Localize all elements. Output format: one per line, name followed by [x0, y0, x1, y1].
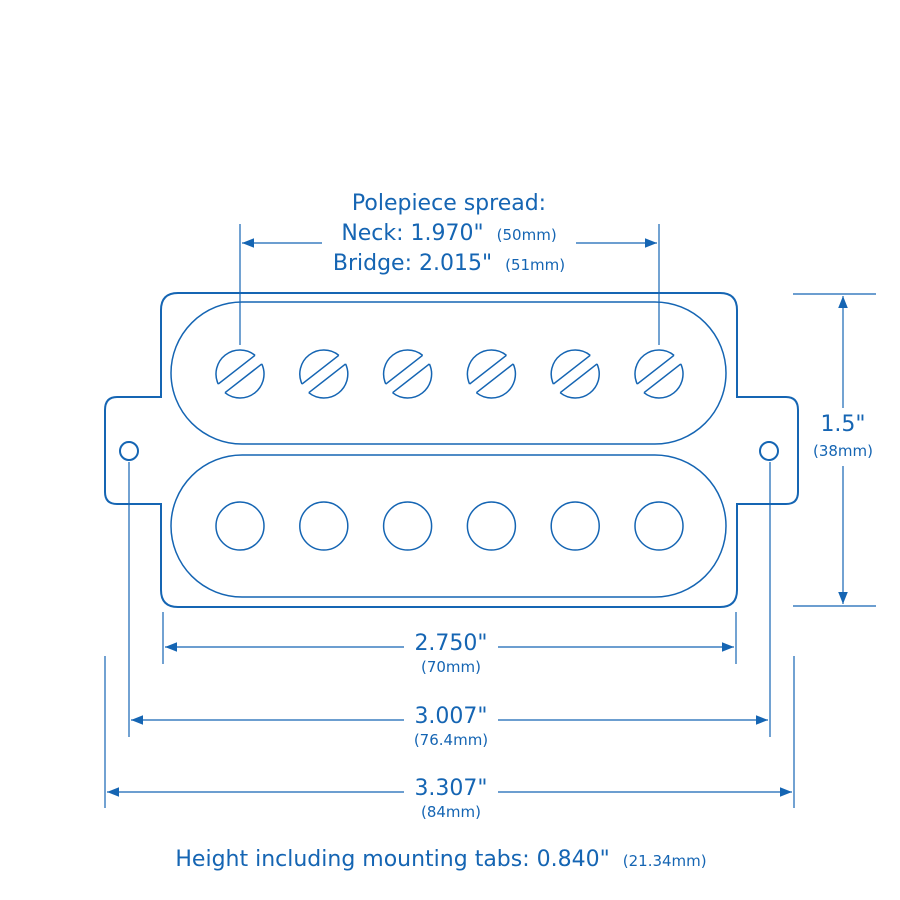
slug-polepiece-1 [215, 501, 265, 551]
slug-polepiece-5 [550, 501, 600, 551]
mount-label: 3.007" [414, 704, 487, 729]
screw-polepiece-4 [466, 349, 517, 399]
overall-label-mm: (84mm) [421, 803, 481, 821]
polepiece-bridge-mm: (51mm) [505, 256, 565, 274]
slug-polepieces [215, 501, 684, 551]
polepiece-bridge: Bridge: 2.015" (51mm) [333, 251, 565, 276]
slug-polepiece-3 [382, 501, 433, 551]
mount-label-mm: (76.4mm) [414, 731, 488, 749]
screw-polepiece-2 [299, 349, 349, 399]
height-label-mm: (38mm) [813, 442, 873, 460]
bridge-bobbin [170, 454, 727, 598]
cover-label: 2.750" [414, 631, 487, 656]
polepiece-neck-in: Neck: 1.970" [341, 221, 483, 246]
mounting-hole-right [759, 441, 779, 461]
screw-head [634, 349, 684, 399]
polepiece-neck-mm: (50mm) [497, 226, 557, 244]
screw-head [382, 349, 433, 399]
screw-polepiece-1 [215, 349, 265, 399]
pickup-outline [104, 292, 799, 608]
screw-head [299, 349, 349, 399]
screw-polepiece-3 [382, 349, 433, 399]
screw-head [466, 349, 517, 399]
screw-head [550, 349, 600, 399]
mounting-tab-height-text: Height including mounting tabs: 0.840" [175, 847, 609, 872]
neck-bobbin [170, 301, 727, 445]
screw-polepieces [215, 349, 684, 399]
mounting-tab-height-mm: (21.34mm) [623, 852, 707, 870]
polepiece-neck: Neck: 1.970" (50mm) [341, 221, 556, 246]
polepiece-title: Polepiece spread: [352, 191, 546, 216]
slug-polepiece-2 [299, 501, 349, 551]
screw-head [215, 349, 265, 399]
mounting-hole-left [119, 441, 139, 461]
screw-polepiece-5 [550, 349, 600, 399]
screw-polepiece-6 [634, 349, 684, 399]
slug-polepiece-4 [466, 501, 517, 551]
overall-label: 3.307" [414, 776, 487, 801]
slug-polepiece-6 [634, 501, 684, 551]
polepiece-bridge-in: Bridge: 2.015" [333, 251, 492, 276]
cover-label-mm: (70mm) [421, 658, 481, 676]
mounting-tab-height-note: Height including mounting tabs: 0.840" (… [175, 847, 706, 872]
height-label: 1.5" [820, 412, 865, 437]
